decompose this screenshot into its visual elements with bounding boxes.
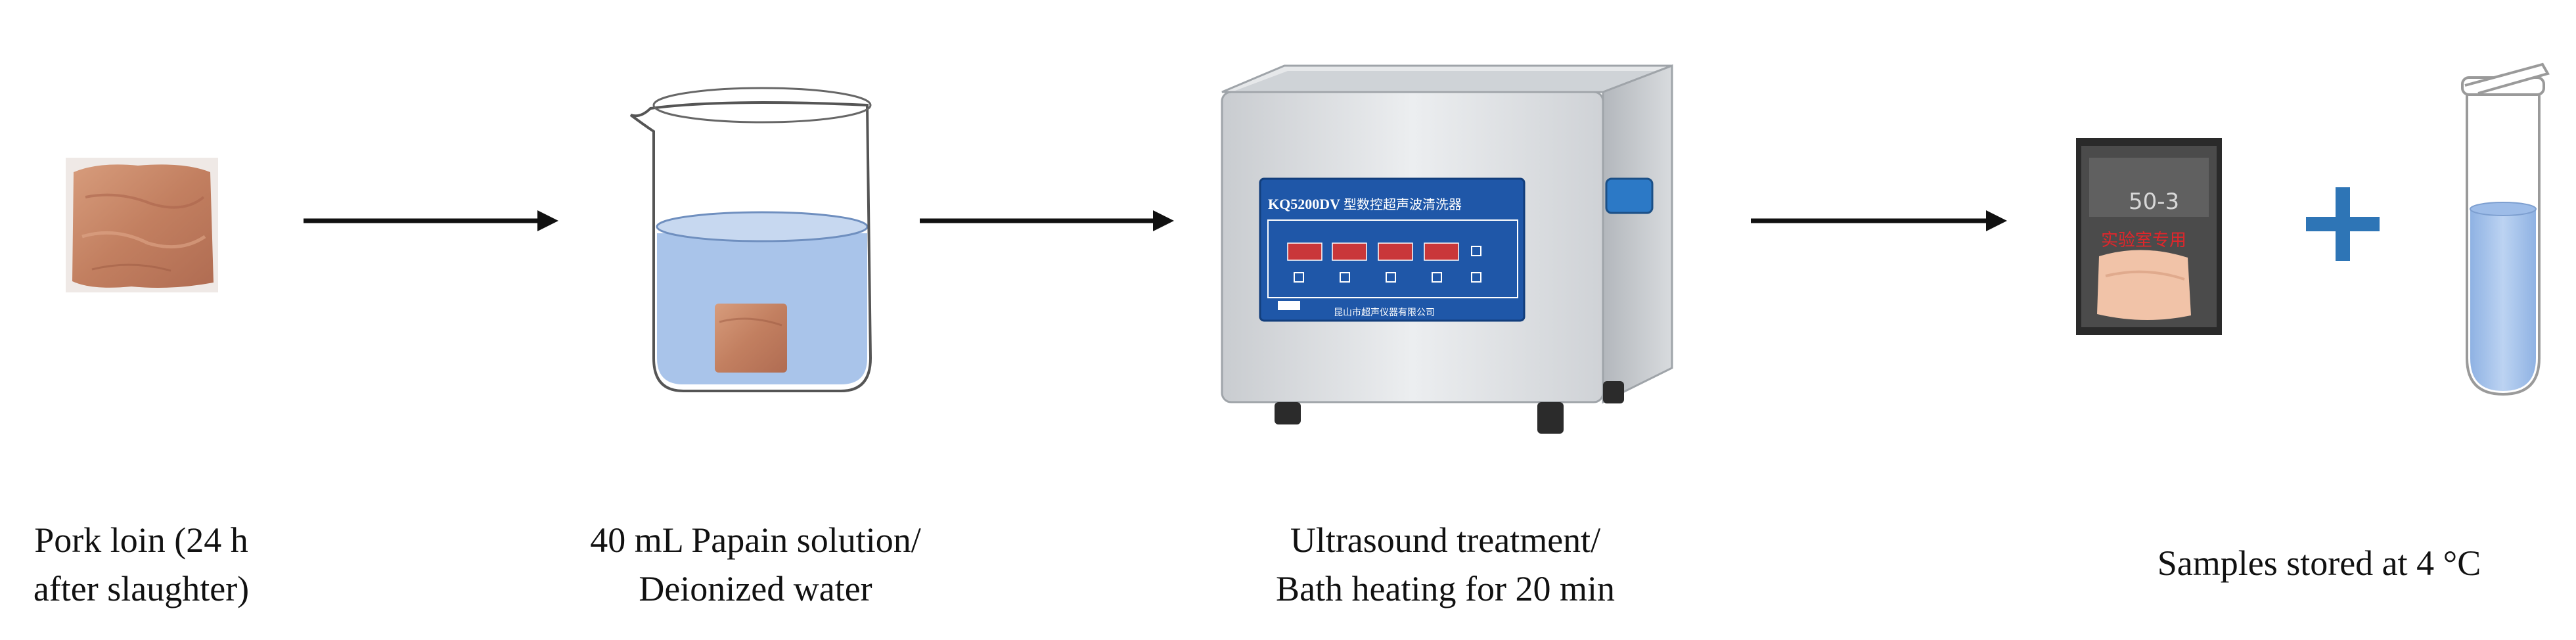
step-caption-pork: Pork loin (24 h after slaughter) [0,516,282,613]
step-caption-storage: Samples stored at 4 °C [2089,539,2549,587]
bag-handwritten-label: 50-3 [2129,189,2179,215]
device-model-label: KQ5200DV [1268,196,1340,212]
caption-line: 40 mL Papain solution/ [590,520,921,560]
device-title-cn: 型数控超声波清洗器 [1344,196,1462,212]
device-maker-cn: 昆山市超声仪器有限公司 [1334,307,1435,318]
arrow-2 [920,210,1174,231]
test-tube-image [2461,62,2550,396]
caption-line: after slaughter) [33,569,250,608]
caption-line: Samples stored at 4 °C [2157,543,2481,583]
ultrasonic-cleaner-image: KQ5200DV 型数控超声波清洗器 昆山市超声仪器有限公司 [1221,64,1673,434]
caption-line: Ultrasound treatment/ [1290,520,1601,560]
pork-loin-image [66,158,218,292]
caption-line: Bath heating for 20 min [1276,569,1615,608]
beaker-image [629,87,872,392]
step-caption-ultrasound: Ultrasound treatment/ Bath heating for 2… [1235,516,1656,613]
bag-lab-label: 实验室专用 [2101,231,2186,250]
caption-line: Deionized water [639,569,872,608]
plus-icon [2306,187,2380,261]
step-caption-beaker: 40 mL Papain solution/ Deionized water [552,516,959,613]
caption-line: Pork loin (24 h [34,520,248,560]
arrow-3 [1751,210,2007,231]
sample-bag-image: 50-3 实验室专用 [2076,138,2222,335]
arrow-1 [304,210,558,231]
